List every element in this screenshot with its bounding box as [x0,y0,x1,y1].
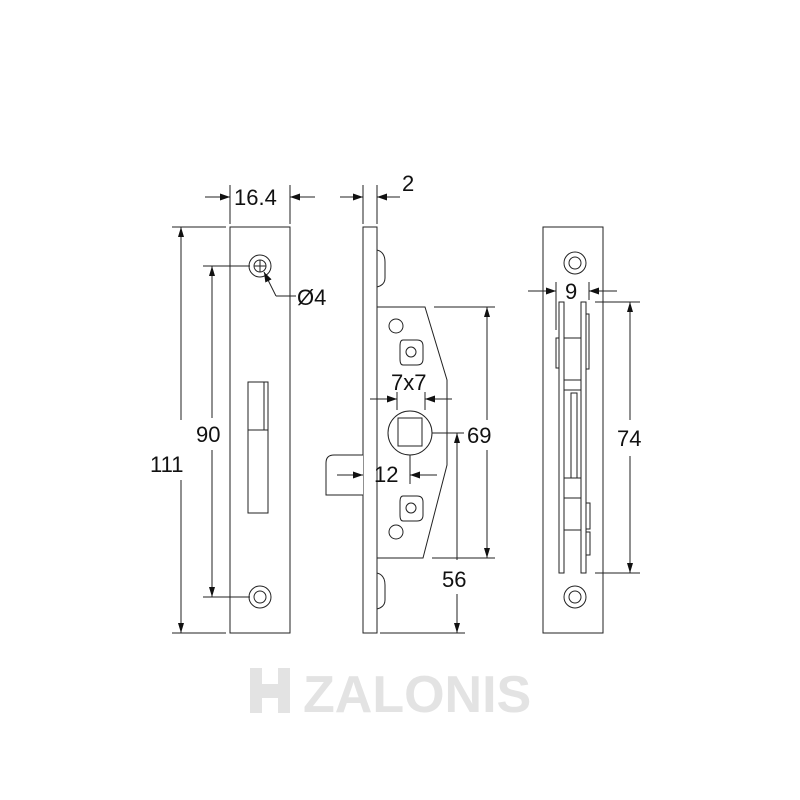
body-width-label: 9 [565,279,577,304]
back-faceplate [542,226,604,634]
front-view: 16.4 111 90 Ø4 [150,185,326,634]
hole-diameter-label: Ø4 [297,285,326,310]
lock-body-edge [555,301,591,574]
bottom-screw-boss [376,572,386,610]
spindle-height-label: 56 [442,567,466,592]
body-height-label: 74 [617,426,641,451]
spindle-size-label: 7x7 [391,370,426,395]
rivet-bottom-icon [388,524,404,540]
plate-thickness-label: 2 [402,171,414,196]
width-dimension-label: 16.4 [234,185,277,210]
top-screw-hole-icon [563,251,587,275]
latch-projection-label: 12 [374,462,398,487]
side-faceplate [362,226,378,634]
hole-spacing-dimension-label: 90 [196,422,220,447]
bottom-nut-icon [399,495,424,522]
lock-body [376,306,448,559]
bottom-screw-hole-icon [563,585,587,609]
top-screw-boss [376,249,386,288]
watermark-logo-icon [250,668,290,713]
back-view: 9 74 [528,226,641,634]
side-view: 2 7x7 12 69 56 [325,171,495,634]
body-height-label: 69 [467,423,491,448]
top-nut-icon [399,339,424,366]
watermark-text: ZALONIS [303,666,531,724]
rivet-top-icon [388,318,404,334]
watermark: ZALONIS [250,666,531,724]
total-height-dimension-label: 111 [150,452,183,477]
latch-slot [247,381,269,514]
